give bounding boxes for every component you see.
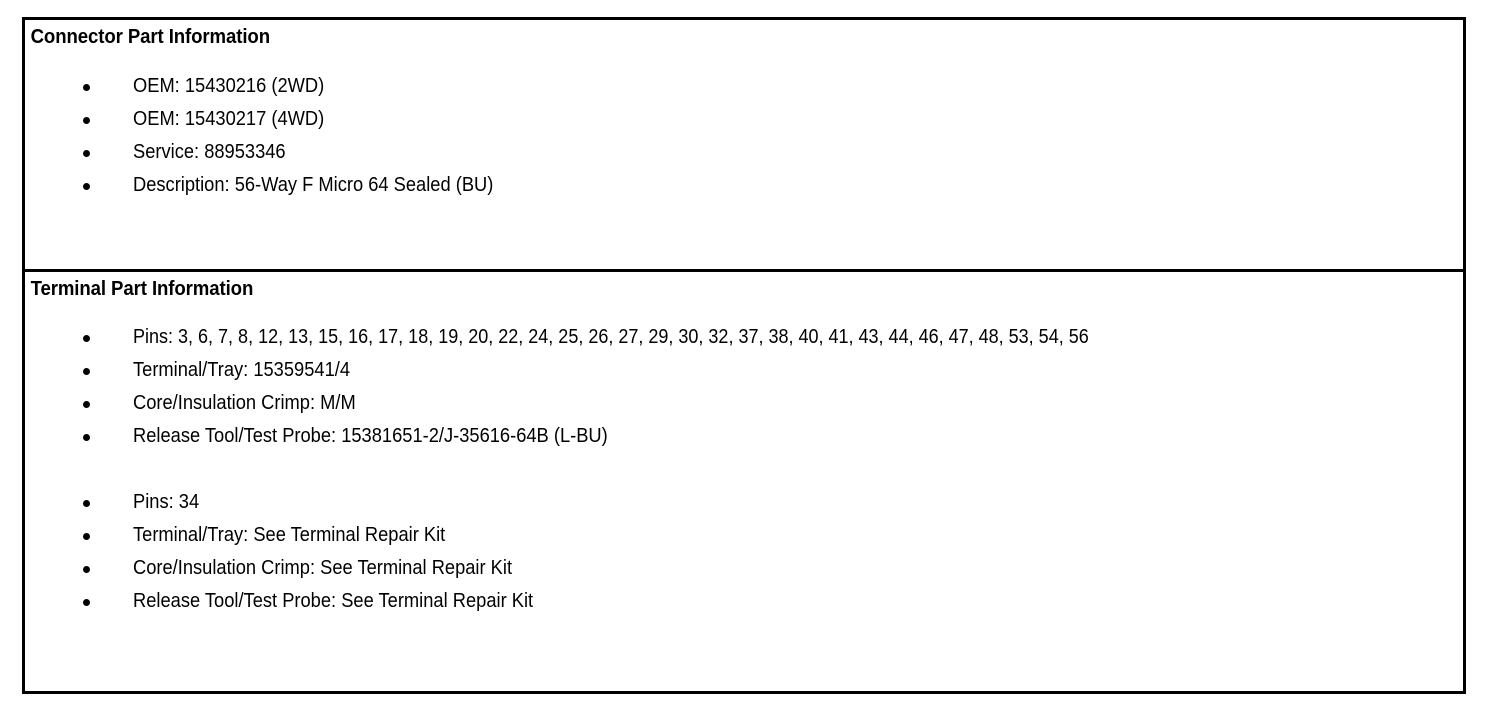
list-item: Core/Insulation Crimp: See Terminal Repa… (25, 552, 1463, 585)
list-item: OEM: 15430217 (4WD) (25, 103, 1463, 136)
list-item-label: Terminal/Tray: 15359541/4 (133, 359, 351, 381)
bullet-icon (83, 500, 90, 507)
bullet-icon (83, 150, 90, 157)
bullet-icon (83, 335, 90, 342)
list-item: Pins: 34 (25, 486, 1463, 519)
terminal-bullet-list-secondary: Pins: 34 Terminal/Tray: See Terminal Rep… (25, 486, 1463, 618)
terminal-bullet-list-primary: Pins: 3, 6, 7, 8, 12, 13, 15, 16, 17, 18… (25, 321, 1463, 453)
list-item: Core/Insulation Crimp: M/M (25, 387, 1463, 420)
list-item-label: Description: 56-Way F Micro 64 Sealed (B… (133, 174, 494, 196)
bullet-icon (83, 84, 90, 91)
connector-bullet-list: OEM: 15430216 (2WD) OEM: 15430217 (4WD) … (25, 70, 1463, 202)
list-item-label: Core/Insulation Crimp: M/M (133, 392, 356, 414)
list-item: Terminal/Tray: 15359541/4 (25, 354, 1463, 387)
list-item: Release Tool/Test Probe: 15381651-2/J-35… (25, 420, 1463, 453)
bullet-icon (83, 368, 90, 375)
list-item-label: Release Tool/Test Probe: 15381651-2/J-35… (133, 425, 608, 447)
list-item-label: Pins: 3, 6, 7, 8, 12, 13, 15, 16, 17, 18… (133, 326, 1089, 348)
bullet-icon (83, 566, 90, 573)
bullet-icon (83, 117, 90, 124)
connector-part-information-section: Connector Part Information OEM: 15430216… (25, 20, 1463, 269)
bullet-icon (83, 533, 90, 540)
bullet-icon (83, 434, 90, 441)
bullet-icon (83, 183, 90, 190)
part-information-table: Connector Part Information OEM: 15430216… (22, 17, 1466, 694)
list-item: Service: 88953346 (25, 136, 1463, 169)
list-item: Pins: 3, 6, 7, 8, 12, 13, 15, 16, 17, 18… (25, 321, 1463, 354)
list-item: Terminal/Tray: See Terminal Repair Kit (25, 519, 1463, 552)
list-item-label: Terminal/Tray: See Terminal Repair Kit (133, 524, 446, 546)
terminal-section-title: Terminal Part Information (30, 278, 254, 300)
list-item: Release Tool/Test Probe: See Terminal Re… (25, 585, 1463, 618)
list-item-label: Release Tool/Test Probe: See Terminal Re… (133, 590, 534, 612)
terminal-part-information-section: Terminal Part Information Pins: 3, 6, 7,… (25, 269, 1463, 691)
list-item: Description: 56-Way F Micro 64 Sealed (B… (25, 169, 1463, 202)
list-item-label: OEM: 15430216 (2WD) (133, 75, 325, 97)
list-item-label: Service: 88953346 (133, 141, 286, 163)
list-item: OEM: 15430216 (2WD) (25, 70, 1463, 103)
bullet-icon (83, 401, 90, 408)
connector-section-title: Connector Part Information (30, 26, 270, 48)
list-item-label: OEM: 15430217 (4WD) (133, 108, 325, 130)
list-item-label: Pins: 34 (133, 491, 200, 513)
bullet-icon (83, 599, 90, 606)
list-item-label: Core/Insulation Crimp: See Terminal Repa… (133, 557, 513, 579)
